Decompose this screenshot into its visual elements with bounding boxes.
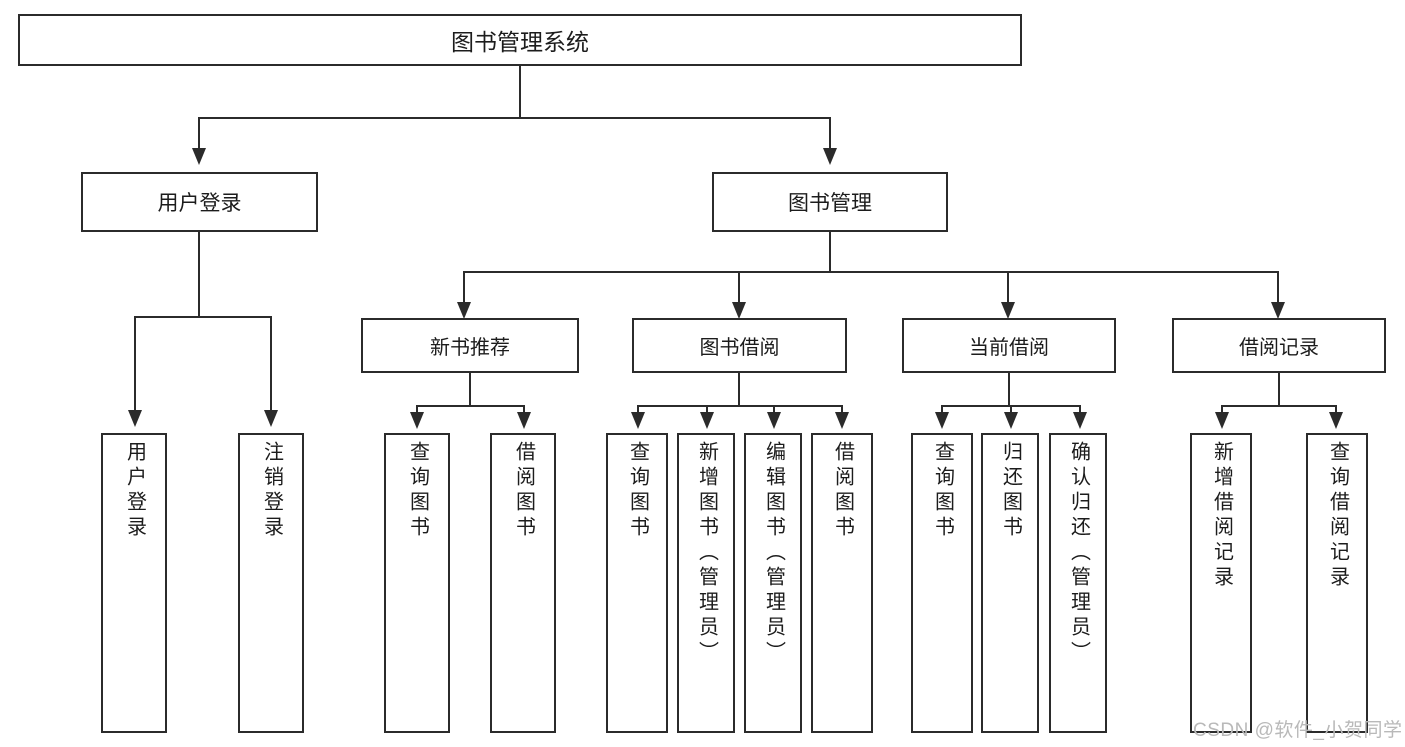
arrow-cb-leaf-3 [1073,412,1087,429]
edge-br-drop-1 [1221,405,1223,415]
node-borrow-record[interactable]: 借阅记录 [1172,318,1386,373]
edge-book-manage-drop-3 [1007,271,1009,304]
leaf-confirm-return[interactable]: 确认归还（管理员） [1049,433,1107,733]
arrow-book-manage-to-borrow-record [1271,302,1285,319]
node-current-borrow-label: 当前借阅 [969,337,1049,359]
node-book-borrow[interactable]: 图书借阅 [632,318,847,373]
arrow-bb-leaf-1 [631,412,645,429]
leaf-user-login[interactable]: 用户登录 [101,433,167,733]
edge-new-book-recommend-bus [416,405,525,407]
leaf-edit-book[interactable]: 编辑图书（管理员） [744,433,802,733]
edge-user-login-bus [134,316,271,318]
node-book-borrow-label: 图书借阅 [699,337,780,359]
node-root-label: 图书管理系统 [451,29,589,55]
leaf-logout-label: 注销登录 [260,441,283,541]
edge-cb-drop-3 [1079,405,1081,415]
edge-root-stem [519,66,521,117]
arrow-nbr-leaf-1 [410,412,424,429]
arrow-nbr-leaf-2 [517,412,531,429]
node-book-manage[interactable]: 图书管理 [712,172,948,232]
leaf-query-book-1-label: 查询图书 [406,441,429,541]
arrow-bb-leaf-2 [700,412,714,429]
arrow-user-login-leaf-2 [264,410,278,427]
edge-root-bus [198,117,831,119]
node-user-login[interactable]: 用户登录 [81,172,318,232]
leaf-return-book-label: 归还图书 [999,441,1022,541]
arrow-br-leaf-2 [1329,412,1343,429]
leaf-return-book[interactable]: 归还图书 [981,433,1039,733]
edge-bb-drop-1 [637,405,639,415]
node-borrow-record-label: 借阅记录 [1239,337,1319,359]
edge-bb-drop-3 [773,405,775,415]
node-root[interactable]: 图书管理系统 [18,14,1022,66]
edge-book-manage-drop-4 [1277,271,1279,304]
arrow-root-to-user-login [192,148,206,165]
leaf-user-login-label: 用户登录 [123,441,146,541]
edge-book-manage-drop-2 [738,271,740,304]
leaf-add-book[interactable]: 新增图书（管理员） [677,433,735,733]
leaf-query-book-3-label: 查询图书 [931,441,954,541]
edge-root-to-book-manage [829,117,831,150]
edge-book-manage-bus [463,271,1277,273]
node-user-login-label: 用户登录 [157,192,242,215]
arrow-user-login-leaf-1 [128,410,142,427]
edge-borrow-record-bus [1221,405,1337,407]
leaf-query-book-2-label: 查询图书 [626,441,649,541]
edge-nbr-drop-1 [416,405,418,415]
edge-current-borrow-stem [1008,373,1010,405]
node-new-book-recommend[interactable]: 新书推荐 [361,318,579,373]
leaf-borrow-book-1-label: 借阅图书 [512,441,535,541]
edge-book-borrow-stem [738,373,740,405]
leaf-add-book-label: 新增图书（管理员） [695,441,718,666]
leaf-add-record-label: 新增借阅记录 [1210,441,1233,591]
edge-user-login-drop-1 [134,316,136,412]
edge-cb-drop-2 [1010,405,1012,415]
arrow-bb-leaf-3 [767,412,781,429]
watermark: CSDN @软件_小贺同学 [1193,720,1403,741]
arrow-book-manage-to-current-borrow [1001,302,1015,319]
node-current-borrow[interactable]: 当前借阅 [902,318,1116,373]
leaf-query-record[interactable]: 查询借阅记录 [1306,433,1368,733]
arrow-cb-leaf-2 [1004,412,1018,429]
edge-bb-drop-2 [706,405,708,415]
edge-br-drop-2 [1335,405,1337,415]
node-book-manage-label: 图书管理 [788,192,872,215]
edge-book-manage-drop-1 [463,271,465,304]
edge-bb-drop-4 [841,405,843,415]
leaf-borrow-book-2[interactable]: 借阅图书 [811,433,873,733]
leaf-add-record[interactable]: 新增借阅记录 [1190,433,1252,733]
edge-user-login-stem [198,232,200,316]
arrow-cb-leaf-1 [935,412,949,429]
edge-new-book-recommend-stem [469,373,471,405]
leaf-query-book-2[interactable]: 查询图书 [606,433,668,733]
arrow-book-manage-to-new-book-recommend [457,302,471,319]
leaf-logout[interactable]: 注销登录 [238,433,304,733]
leaf-edit-book-label: 编辑图书（管理员） [762,441,785,666]
edge-nbr-drop-2 [523,405,525,415]
edge-root-to-user-login [198,117,200,150]
edge-book-manage-stem [829,232,831,271]
leaf-borrow-book-1[interactable]: 借阅图书 [490,433,556,733]
edge-book-borrow-bus [637,405,843,407]
edge-cb-drop-1 [941,405,943,415]
leaf-query-book-1[interactable]: 查询图书 [384,433,450,733]
leaf-confirm-return-label: 确认归还（管理员） [1067,441,1090,666]
leaf-query-book-3[interactable]: 查询图书 [911,433,973,733]
leaf-borrow-book-2-label: 借阅图书 [831,441,854,541]
arrow-root-to-book-manage [823,148,837,165]
arrow-br-leaf-1 [1215,412,1229,429]
leaf-query-record-label: 查询借阅记录 [1326,441,1349,591]
node-new-book-recommend-label: 新书推荐 [430,337,510,359]
arrow-bb-leaf-4 [835,412,849,429]
edge-borrow-record-stem [1278,373,1280,405]
arrow-book-manage-to-book-borrow [732,302,746,319]
edge-user-login-drop-2 [270,316,272,412]
